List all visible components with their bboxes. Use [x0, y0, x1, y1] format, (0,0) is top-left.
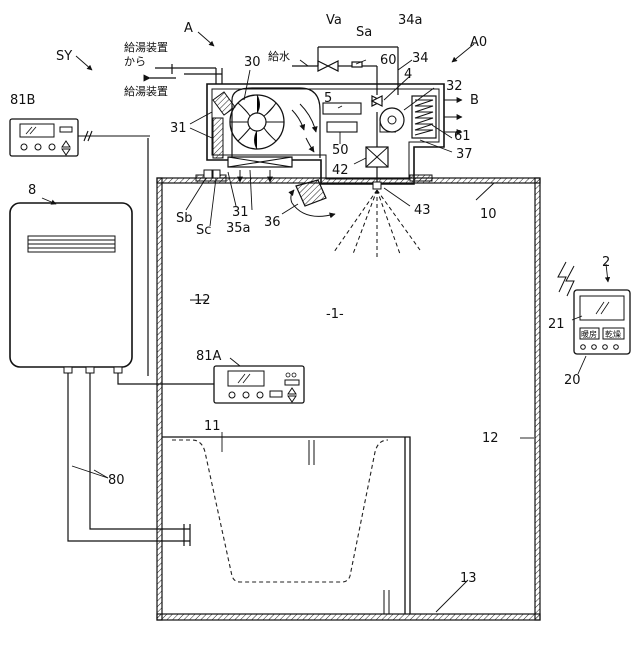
control-board — [323, 103, 361, 132]
mist-spray-43 — [334, 190, 420, 258]
label-60: 60 — [380, 53, 397, 68]
label-to-heater: 給湯装置 — [124, 84, 168, 98]
label-from-heater: 給湯装置 — [124, 40, 168, 54]
label-5: 5 — [324, 91, 332, 106]
louver-36 — [291, 180, 335, 216]
remote-cable-81b — [78, 131, 150, 141]
label-sb: Sb — [176, 211, 193, 226]
label-21: 21 — [548, 317, 565, 332]
remote-button-heating-label: 暖房 — [581, 329, 597, 339]
label-80: 80 — [108, 473, 125, 488]
label-2: 2 — [602, 255, 610, 270]
label-43: 43 — [414, 203, 431, 218]
label-32: 32 — [446, 79, 463, 94]
label-12-right: 12 — [482, 431, 499, 446]
remote-2: 暖房 乾燥 — [558, 262, 630, 354]
label-35a: 35a — [226, 221, 251, 236]
label-34: 34 — [412, 51, 429, 66]
label-va: Va — [326, 13, 342, 28]
label-31-lower: 31 — [232, 205, 249, 220]
label-4: 4 — [404, 67, 412, 82]
label-sy: SY — [56, 49, 72, 64]
remote-button-drying-label: 乾燥 — [605, 329, 621, 339]
label-31-upper: 31 — [170, 121, 187, 136]
airflow-arrows — [292, 104, 316, 152]
label-12-left: 12 — [194, 293, 211, 308]
label-13: 13 — [460, 571, 477, 586]
label-36: 36 — [264, 215, 281, 230]
label-a: A — [184, 21, 193, 36]
label-8: 8 — [28, 183, 36, 198]
label-81a: 81A — [196, 349, 222, 364]
remote-81b — [10, 119, 78, 156]
label-room-1: -1- — [326, 307, 344, 322]
label-37: 37 — [456, 147, 473, 162]
hot-water-pipes — [150, 64, 222, 84]
label-42: 42 — [332, 163, 349, 178]
label-sa: Sa — [356, 25, 372, 40]
water-heater-8 — [10, 203, 132, 373]
label-11: 11 — [204, 419, 221, 434]
bathtub — [162, 437, 410, 614]
label-a0: A0 — [470, 35, 487, 50]
label-b: B — [470, 93, 479, 108]
label-20: 20 — [564, 373, 581, 388]
label-61: 61 — [454, 129, 471, 144]
label-50: 50 — [332, 143, 349, 158]
label-30: 30 — [244, 55, 261, 70]
circulation-fan — [230, 88, 320, 158]
remote-81a — [214, 366, 304, 403]
label-81b: 81B — [10, 93, 35, 108]
label-sc: Sc — [196, 223, 211, 238]
heater-blower-32 — [380, 96, 462, 138]
label-from-suffix: から — [124, 55, 146, 68]
sensors-sb-sc — [204, 170, 220, 178]
label-10: 10 — [480, 207, 497, 222]
label-34a: 34a — [398, 13, 423, 28]
label-water-supply: 給水 — [268, 49, 290, 63]
